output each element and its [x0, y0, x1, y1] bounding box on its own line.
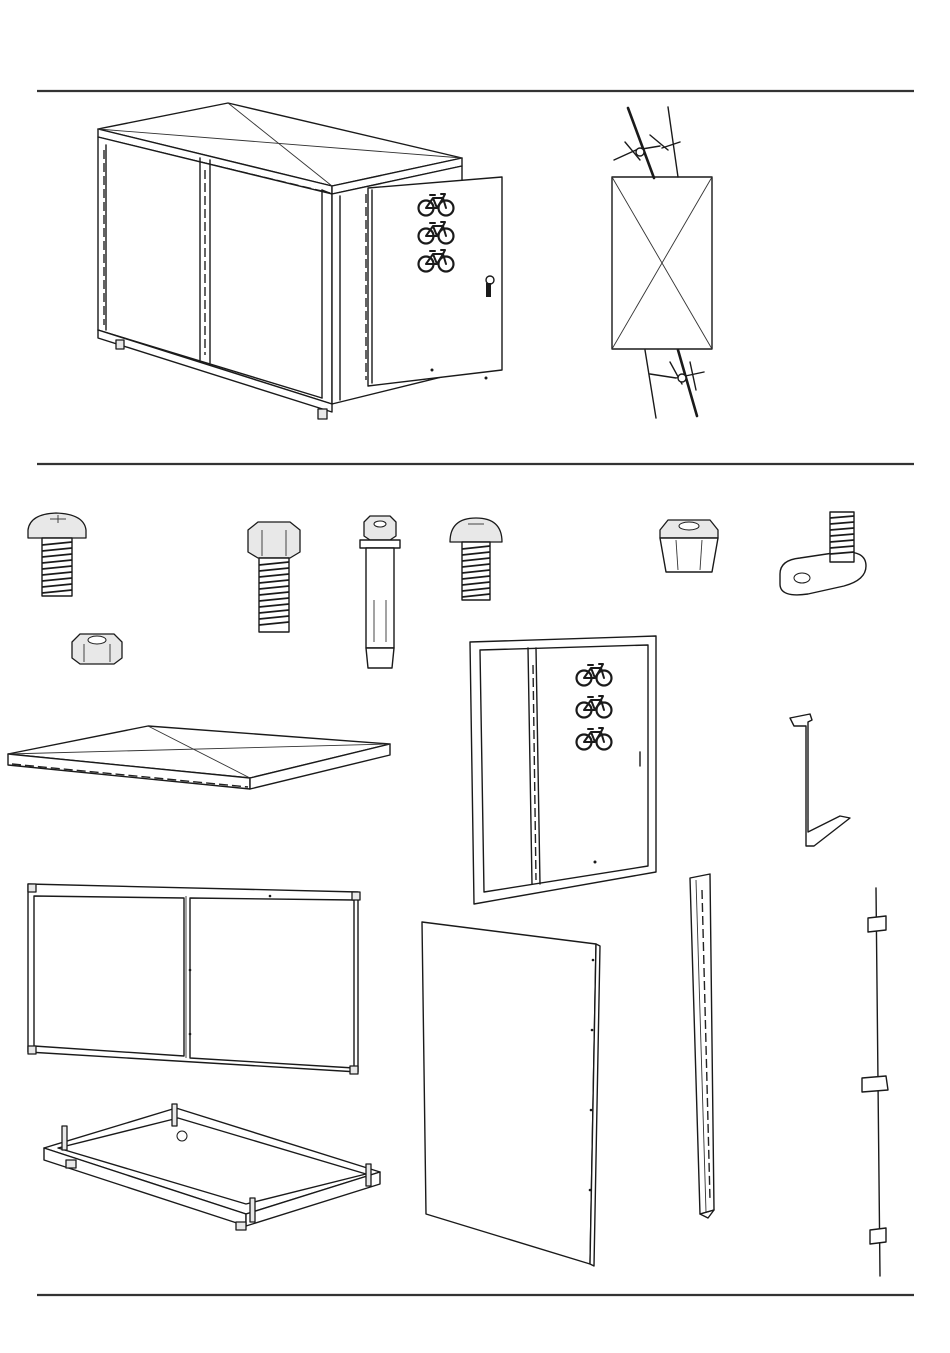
- back-wall-panel: [28, 884, 360, 1074]
- side-panel: [422, 922, 600, 1266]
- door-panel: [470, 636, 656, 904]
- corner-post: [690, 874, 714, 1218]
- hex-nut: [72, 634, 122, 664]
- button-head-screw: [450, 518, 502, 600]
- roof-panel: [8, 726, 390, 789]
- door-locking-rod-detail: [612, 107, 712, 418]
- door-bracket: [790, 714, 850, 846]
- expansion-anchor: [360, 516, 400, 668]
- locking-rod: [862, 888, 888, 1276]
- flange-nut: [660, 520, 718, 572]
- hex-bolt: [248, 522, 300, 632]
- base-frame: [44, 1104, 380, 1230]
- pan-head-screw: [28, 513, 86, 596]
- levelling-foot: [780, 512, 866, 595]
- bike-locker-assembled: [98, 103, 502, 419]
